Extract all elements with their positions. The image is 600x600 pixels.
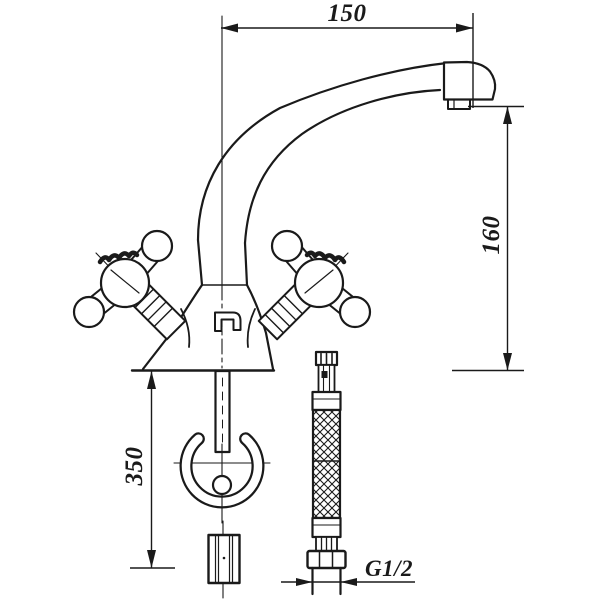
dim-thread: G1/2 [281, 556, 415, 586]
right-handle-shading [304, 250, 347, 265]
dim-spout-height: 160 [452, 105, 524, 372]
body-right-side [245, 283, 275, 371]
flexible-hose [306, 350, 347, 596]
left-handle [72, 229, 187, 341]
hose-hex-nut [306, 549, 347, 570]
neck-left-edge [196, 238, 204, 287]
neck-right-edge [243, 241, 249, 287]
hose-top-collar [311, 390, 342, 412]
hose-braided-section [311, 408, 342, 520]
bracket-screw [211, 474, 233, 496]
dim-spout-reach: 150 [221, 0, 474, 108]
left-handle-ball-lower [72, 295, 106, 329]
horseshoe-bracket [173, 432, 271, 524]
body-spigot-mark [214, 311, 242, 332]
mounting-nut [207, 520, 241, 599]
faucet-body [130, 238, 276, 372]
right-handle [257, 229, 372, 341]
dim-350-label: 350 [121, 447, 148, 487]
spout-inner-curve [243, 88, 442, 245]
dim-160-label: 160 [478, 216, 505, 255]
right-handle-hub [293, 257, 345, 309]
dome-arc-right [246, 308, 256, 348]
spout-head [442, 60, 497, 101]
left-handle-hub [99, 257, 151, 309]
spout [196, 60, 497, 245]
left-handle-ball-upper [140, 229, 174, 263]
dome-arc-left [180, 308, 191, 348]
hose-bottom-collar [311, 516, 342, 539]
dim-thread-label: G1/2 [365, 556, 413, 581]
right-handle-ball-upper [270, 229, 304, 263]
right-handle-ball-lower [338, 295, 372, 329]
dim-shank-length: 350 [121, 371, 175, 569]
aerator [447, 98, 471, 110]
hose-top-nipple [317, 364, 336, 393]
dim-150-label: 150 [328, 0, 367, 27]
spout-outer-curve [196, 61, 449, 242]
left-handle-shading [97, 250, 140, 265]
mounting-shank [214, 369, 231, 454]
